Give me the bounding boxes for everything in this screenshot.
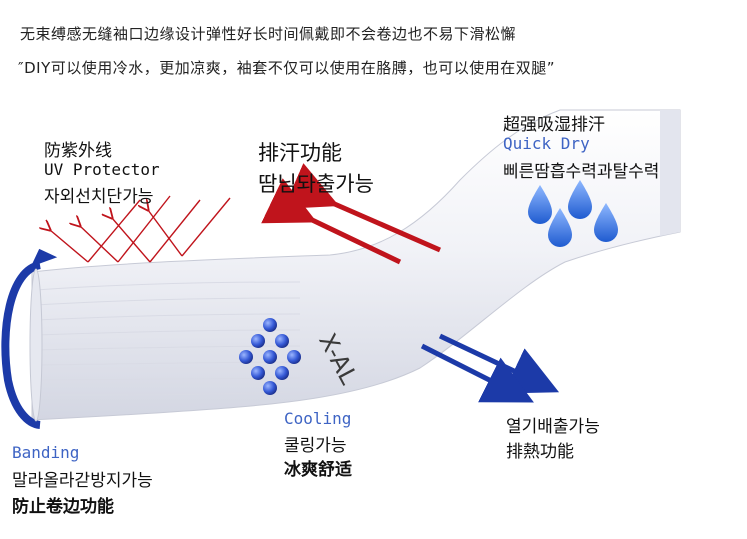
sweat-title-cn: 排汗功能 [258,141,342,165]
heat-title-ko: 열기배출가능 [506,417,600,437]
banding-ring [1,248,58,429]
heat-title-cn: 排熱功能 [506,442,574,462]
header-line-2: ″DIY可以使用冷水，更加凉爽，袖套不仅可以使用在胳膊，也可以使用在双腿” [18,59,556,77]
water-drops [528,180,618,247]
sweat-arrows [261,163,441,265]
cooling-dots [239,318,301,395]
heat-arrows [420,333,560,403]
header-line-1: 无束缚感无缝袖口边缘设计弹性好长时间佩戴即不会卷边也不易下滑松懈 [20,25,517,43]
banding-title-cn: 防止卷边功能 [12,497,114,517]
quickdry-title-ko: 삐른땀흡수력과탈수력 [503,162,660,182]
banding-title-ko: 말라올라갇방지가능 [12,471,153,491]
banding-title-en: Banding [12,443,80,462]
uv-title-ko: 자외선치단가능 [44,187,154,207]
sweat-title-ko: 땀님돠출가능 [258,172,374,196]
cooling-title-en: Cooling [284,409,352,428]
cooling-title-cn: 冰爽舒适 [284,460,352,480]
uv-arrows [50,195,231,263]
quickdry-title-cn: 超强吸湿排汗 [503,115,605,135]
cooling-title-ko: 쿨링가능 [284,436,347,456]
uv-title-cn: 防紫外线 [44,141,112,161]
arm-sleeve [31,109,681,421]
uv-title-en: UV Protector [44,160,160,179]
quickdry-title-en: Quick Dry [503,134,590,153]
